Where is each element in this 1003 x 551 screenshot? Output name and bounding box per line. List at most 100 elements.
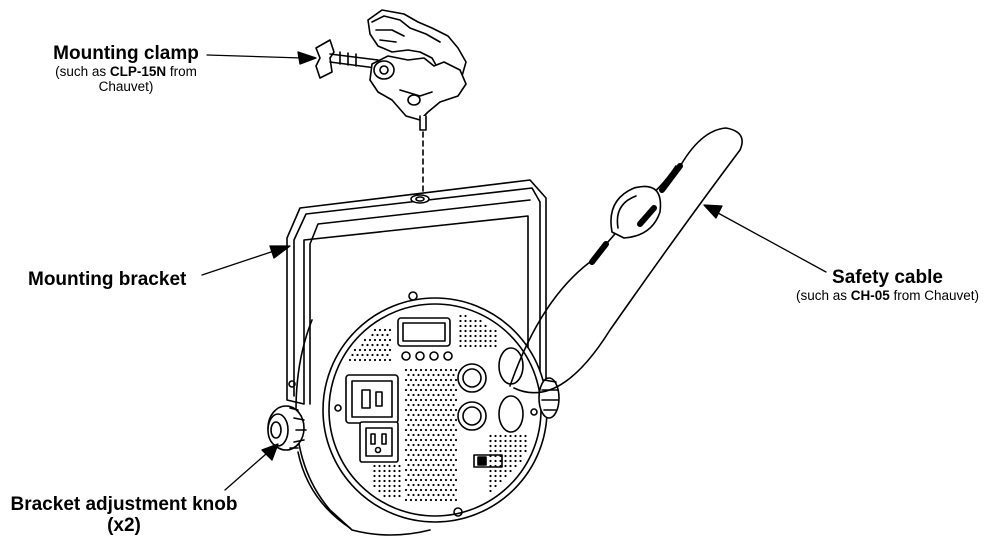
vent-dot bbox=[371, 353, 374, 357]
vent-dot bbox=[412, 373, 415, 377]
vent-dot bbox=[427, 373, 430, 377]
vent-dot bbox=[393, 469, 396, 473]
vent-dot bbox=[407, 433, 410, 437]
vent-dot bbox=[412, 393, 415, 397]
vent-dot bbox=[437, 413, 440, 417]
vent-dot bbox=[424, 488, 428, 492]
vent-dot bbox=[383, 464, 386, 468]
vent-dot bbox=[424, 378, 428, 382]
vent-dot bbox=[454, 378, 458, 382]
vent-dot bbox=[437, 423, 440, 427]
vent-dot bbox=[407, 453, 410, 457]
vent-dot bbox=[514, 464, 517, 468]
vent-dot bbox=[407, 473, 410, 477]
vent-dot bbox=[444, 398, 448, 402]
vent-dot bbox=[371, 333, 374, 337]
vent-dot bbox=[419, 428, 423, 432]
vent-dot bbox=[474, 324, 477, 328]
mounting-clamp-drawing bbox=[315, 9, 467, 199]
vent-dot bbox=[393, 479, 396, 483]
vent-dot bbox=[419, 418, 423, 422]
vent-dot bbox=[407, 463, 410, 467]
vent-dot bbox=[419, 458, 423, 462]
mounting-bracket-label: Mounting bracket bbox=[28, 269, 208, 291]
vent-dot bbox=[469, 334, 472, 338]
vent-dot bbox=[393, 484, 396, 488]
vent-dot bbox=[383, 494, 386, 498]
vent-dot bbox=[479, 339, 482, 343]
vent-dot bbox=[464, 344, 467, 348]
vent-dot bbox=[414, 478, 418, 482]
vent-dot bbox=[412, 413, 415, 417]
vent-dot bbox=[417, 403, 420, 407]
cable-sub-prefix: (such as bbox=[795, 287, 851, 303]
vent-dot bbox=[348, 358, 352, 362]
vent-dot bbox=[432, 473, 435, 477]
vent-dot bbox=[419, 438, 423, 442]
vent-dot bbox=[439, 498, 443, 502]
vent-dot bbox=[504, 464, 507, 468]
vent-dot bbox=[439, 478, 443, 482]
vent-dot bbox=[509, 469, 512, 473]
vent-dot bbox=[519, 434, 522, 438]
vent-dot bbox=[378, 474, 381, 478]
vent-dot bbox=[363, 338, 367, 342]
vent-dot bbox=[366, 343, 369, 347]
vent-dot bbox=[454, 468, 458, 472]
vent-dot bbox=[424, 478, 428, 482]
vent-dot bbox=[442, 403, 445, 407]
vent-dot bbox=[432, 443, 435, 447]
cable-arrow-head bbox=[703, 204, 723, 219]
vent-dot bbox=[388, 469, 391, 473]
vent-dot bbox=[381, 353, 384, 357]
vent-dot bbox=[444, 368, 448, 372]
vent-dot bbox=[439, 408, 443, 412]
vent-dot bbox=[519, 454, 522, 458]
vent-dot bbox=[422, 443, 425, 447]
vent-dot bbox=[407, 373, 410, 377]
vent-dot bbox=[449, 458, 453, 462]
vent-dot bbox=[469, 319, 472, 323]
vent-dot bbox=[427, 413, 430, 417]
vent-dot bbox=[434, 498, 438, 502]
vent-dot bbox=[449, 388, 453, 392]
vent-dot bbox=[469, 344, 472, 348]
vent-dot bbox=[363, 348, 367, 352]
vent-dot bbox=[479, 329, 482, 333]
vent-dot bbox=[434, 418, 438, 422]
vent-dot bbox=[363, 358, 367, 362]
vent-dot bbox=[499, 474, 502, 478]
vent-dot bbox=[484, 334, 487, 338]
vent-dot bbox=[419, 408, 423, 412]
vent-dot bbox=[432, 463, 435, 467]
vent-dot bbox=[434, 448, 438, 452]
vent-dot bbox=[439, 428, 443, 432]
vent-dot bbox=[417, 483, 420, 487]
vent-dot bbox=[489, 484, 492, 488]
vent-dot bbox=[484, 339, 487, 343]
vent-dot bbox=[376, 343, 379, 347]
vent-dot bbox=[378, 464, 381, 468]
vent-dot bbox=[371, 343, 374, 347]
vent-dot bbox=[449, 438, 453, 442]
vent-dot bbox=[412, 463, 415, 467]
vent-dot bbox=[422, 423, 425, 427]
vent-dot bbox=[452, 433, 455, 437]
vent-dot bbox=[452, 473, 455, 477]
vent-dot bbox=[383, 484, 386, 488]
adjustment-knob-title: Bracket adjustment knob bbox=[10, 494, 238, 515]
vent-dot bbox=[414, 388, 418, 392]
vent-dot bbox=[424, 458, 428, 462]
vent-dot bbox=[454, 408, 458, 412]
vent-dot bbox=[353, 358, 357, 362]
vent-dot bbox=[424, 468, 428, 472]
vent-dot bbox=[432, 483, 435, 487]
vent-dot bbox=[519, 439, 522, 443]
vent-dot bbox=[373, 328, 377, 332]
vent-dot bbox=[444, 498, 448, 502]
vent-dot bbox=[514, 454, 517, 458]
vent-dot bbox=[464, 314, 467, 318]
vent-dot bbox=[449, 478, 453, 482]
vent-dot bbox=[494, 434, 497, 438]
vent-dot bbox=[447, 443, 450, 447]
